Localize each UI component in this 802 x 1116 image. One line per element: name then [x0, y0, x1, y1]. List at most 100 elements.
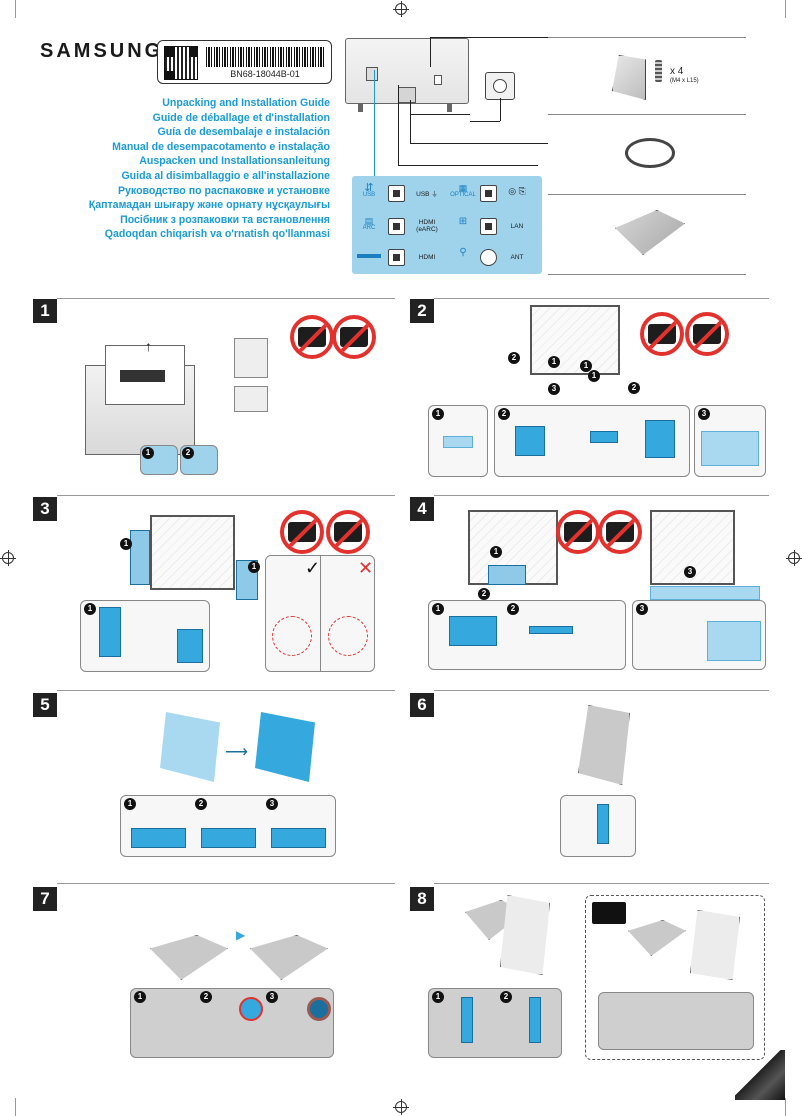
callout-number: 2 — [508, 352, 520, 364]
callout-number: 3 — [548, 383, 560, 395]
arrow-up-icon: ↑ — [145, 338, 152, 354]
step7-detail — [130, 988, 334, 1058]
antenna-icon: ⚲ — [459, 247, 467, 258]
step6-detail — [560, 795, 636, 857]
callout-number: 3 — [698, 408, 710, 420]
divider — [548, 274, 746, 275]
tv-panel — [500, 895, 550, 975]
power-area — [398, 87, 416, 103]
correct-check-icon: ✓ — [305, 558, 321, 578]
callout-number: 2 — [628, 382, 640, 394]
guide-titles: Unpacking and Installation Guide Guide d… — [89, 96, 330, 242]
title-line: Qadoqdan chiqarish va o'rnatish qo'llanm… — [104, 228, 330, 241]
divider — [548, 37, 746, 38]
step-number: 7 — [33, 887, 57, 911]
tv-rear-diagram — [345, 38, 469, 104]
arc-icon: ▤ARC — [362, 216, 376, 232]
stand-outline — [160, 712, 220, 782]
step4-detail-1 — [428, 600, 626, 670]
step-rule — [57, 690, 395, 691]
callout-number: 1 — [548, 356, 560, 368]
no-press-screen-icon — [332, 315, 376, 359]
port-area — [366, 67, 378, 81]
callout-number: 1 — [432, 603, 444, 615]
antenna-port-icon — [480, 249, 497, 266]
qr-code-icon — [164, 46, 198, 80]
product-label: BN68-18044B-01 — [157, 40, 332, 84]
clip-release-icon — [234, 386, 268, 412]
no-sharp-tool-icon — [326, 510, 370, 554]
usb-icon: ⇵USB — [362, 182, 376, 199]
callout-number: 3 — [266, 991, 278, 1003]
stand-guide-icon — [612, 55, 646, 100]
crop-mark — [785, 0, 786, 18]
usb-port-icon — [388, 185, 405, 202]
leader-line — [430, 37, 548, 38]
crop-mark — [15, 1098, 16, 1116]
title-line: Қаптамадан шығару және орнату нұсқаулығы — [88, 199, 330, 212]
step3-detail — [80, 600, 210, 672]
tv-panel — [690, 910, 740, 980]
screw-size: (M4 x L15) — [670, 78, 699, 84]
title-line: Manual de desempacotamento e instalação — [112, 140, 330, 153]
hdmi-bar-icon — [357, 254, 381, 258]
no-lay-flat-icon — [280, 510, 324, 554]
arrow-right-icon: ⟶ — [225, 744, 248, 761]
registration-mark-icon — [0, 550, 16, 566]
callout-number: 2 — [478, 588, 490, 600]
power-cable-icon — [625, 138, 675, 168]
callout-number: 2 — [507, 603, 519, 615]
lan-icon: ⊞ — [458, 216, 468, 227]
document-number: BN68-18044B-01 — [230, 69, 300, 79]
foot-right — [447, 104, 452, 112]
no-sharp-tool-icon — [685, 312, 729, 356]
callout-number: 1 — [588, 370, 600, 382]
foot-left — [358, 104, 363, 112]
step-number: 5 — [33, 693, 57, 717]
callout-number: 2 — [200, 991, 212, 1003]
callout-number: 1 — [490, 546, 502, 558]
step-number: 4 — [410, 497, 434, 521]
power-cable-line — [470, 121, 500, 122]
leader-line — [374, 70, 375, 176]
step5-detail — [120, 795, 336, 857]
callout-number: 2 — [498, 408, 510, 420]
title-line: Unpacking and Installation Guide — [162, 97, 330, 109]
step-number: 1 — [33, 299, 57, 323]
step-rule — [434, 298, 769, 299]
stand-base-icon — [615, 210, 685, 255]
power-cable-line — [500, 98, 501, 121]
divider — [548, 194, 746, 195]
title-line: Руководство по распаковке и установке — [117, 184, 330, 197]
lan-port-icon — [480, 218, 497, 235]
crop-mark — [785, 1098, 786, 1116]
callout-number: 2 — [182, 447, 194, 459]
step-rule — [57, 298, 395, 299]
callout-number: 3 — [636, 603, 648, 615]
step-rule — [434, 883, 769, 884]
registration-mark-icon — [393, 1099, 409, 1115]
power-port-icon — [434, 75, 442, 85]
title-line: Guide de déballage et d'installation — [152, 111, 330, 124]
leader-line — [430, 37, 431, 67]
registration-mark-icon — [786, 550, 802, 566]
clip-icon — [234, 338, 268, 378]
no-lay-flat-icon — [640, 312, 684, 356]
divider — [548, 114, 746, 115]
stand-base — [150, 935, 228, 980]
hdmi-port-icon — [388, 249, 405, 266]
screw-icon — [655, 60, 662, 82]
callout-number: 1 — [580, 360, 592, 372]
callout-number: 1 — [142, 447, 154, 459]
step8-detail — [428, 988, 562, 1058]
leader-line — [398, 85, 399, 165]
tv-illustration — [150, 515, 235, 590]
wall-mount-icon — [592, 902, 626, 924]
step-number: 6 — [410, 693, 434, 717]
step-rule — [57, 883, 395, 884]
callout-number: 2 — [195, 798, 207, 810]
callout-number: 1 — [248, 561, 260, 573]
no-lay-flat-icon — [556, 510, 600, 554]
step3-correct-wrong — [265, 555, 375, 672]
step-number: 2 — [410, 299, 434, 323]
